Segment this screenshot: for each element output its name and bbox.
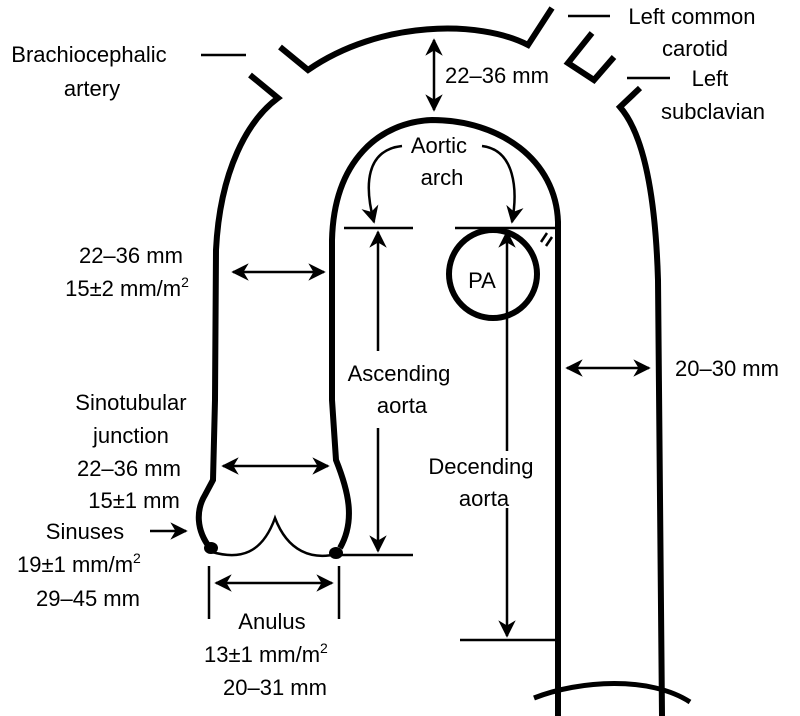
aortic-arch-pointer-right [481,144,524,224]
label-descending-width: 20–30 mm [675,356,779,381]
label-ascending-width: 22–36 mm 15±2 mm/m2 [65,243,189,301]
pulmonary-artery [446,227,540,321]
label-sinotubular-junction: Sinotubular junction 22–36 mm 15±1 mm [75,390,192,513]
label-left-common-carotid: Left common carotid [628,4,761,61]
inner-wall [329,116,561,716]
cut-arc [533,681,692,705]
outer-arch-top [278,6,555,74]
label-arch-width: 22–36 mm [445,63,549,88]
outer-wall-right [615,85,665,716]
label-brachiocephalic: Brachiocephalic artery [11,42,172,101]
label-descending-aorta: Decending aorta [428,454,539,511]
anulus-hinge-left [204,542,218,554]
aortic-arch-pointer-left [361,144,403,224]
outer-wall-left [195,72,283,550]
label-ascending-aorta: Ascending aorta [348,361,457,418]
label-aortic-arch: Aortic arch [411,133,473,190]
label-left-subclavian: Left subclavian [661,66,765,124]
anulus-hinge-right [329,547,343,559]
label-pa: PA [468,268,496,293]
label-sinuses: Sinuses 19±1 mm/m2 29–45 mm [17,519,147,611]
sinus-cusps [211,514,338,558]
carotid-subclavian-notch [563,31,617,84]
label-anulus: Anulus 13±1 mm/m2 20–31 mm [204,609,334,700]
hatch [544,236,554,247]
hatch [539,232,549,243]
